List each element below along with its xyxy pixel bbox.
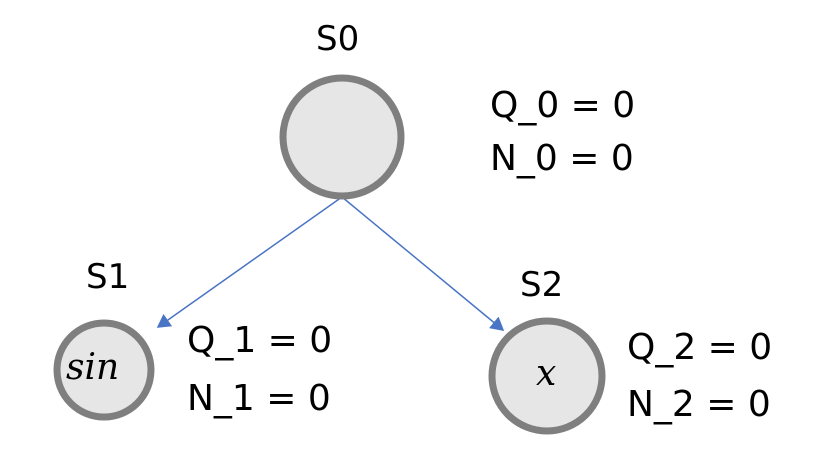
- node-s1-q-value: Q_1 = 0: [187, 320, 333, 361]
- node-s1-n-value: N_1 = 0: [187, 378, 331, 419]
- node-s2-n-value: N_2 = 0: [627, 384, 771, 425]
- node-s1-circle: [53, 319, 155, 421]
- node-s1-label: S1: [86, 257, 130, 297]
- node-s2-label: S2: [520, 265, 564, 305]
- node-s2-q-value: Q_2 = 0: [627, 327, 773, 368]
- node-s0-circle: [279, 74, 405, 200]
- node-s2-circle: [488, 317, 606, 435]
- node-s0-n-value: N_0 = 0: [490, 138, 634, 179]
- node-s2-content: x: [536, 353, 557, 394]
- node-s0-label: S0: [316, 19, 360, 59]
- node-s1-content: sin: [66, 347, 120, 388]
- edge-s0-s2: [341, 196, 505, 331]
- node-s0-q-value: Q_0 = 0: [490, 85, 636, 126]
- edge-s0-s1: [156, 196, 343, 328]
